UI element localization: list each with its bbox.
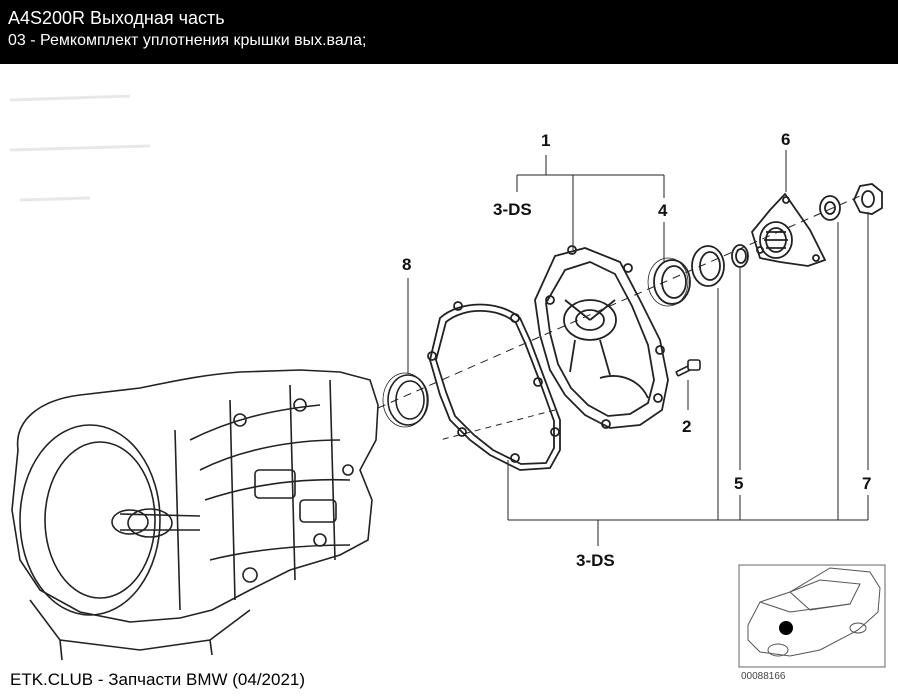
callout-1: 1 [541, 131, 550, 150]
part-2-bolt [675, 359, 701, 377]
callout-4: 4 [658, 201, 668, 220]
part-8-gasket [427, 301, 561, 471]
callout-5: 5 [734, 474, 743, 493]
vehicle-location-thumbnail: 00088166 [738, 564, 886, 682]
page-subtitle: 03 - Ремкомплект уплотнения крышки вых.в… [8, 32, 367, 49]
part-8-seal-ring [382, 372, 429, 428]
callout-3ds-top: 3-DS [493, 200, 532, 219]
parts-diagram: 1 3-DS 4 6 8 2 5 7 3-DS 00088166 [9, 94, 886, 682]
transmission-housing [11, 369, 379, 661]
page-title: A4S200R Выходная часть [8, 8, 225, 28]
part-6-output-flange [750, 192, 827, 267]
part-4-shaft-seal [647, 257, 691, 307]
callout-6: 6 [781, 130, 790, 149]
part-1-output-cover [534, 245, 669, 429]
callout-7: 7 [862, 474, 871, 493]
footer-source: ETK.CLUB - Запчасти BMW (04/2021) [10, 670, 306, 689]
callout-8: 8 [402, 255, 411, 274]
part-7-washer-nut [819, 183, 883, 221]
location-marker-icon [779, 621, 793, 635]
scan-noise [9, 94, 151, 202]
title-bar: A4S200R Выходная часть 03 - Ремкомплект … [0, 0, 898, 64]
callout-3ds-bottom: 3-DS [576, 551, 615, 570]
leader-lines [377, 150, 869, 546]
thumbnail-code: 00088166 [741, 671, 786, 682]
part-5-rings [691, 244, 749, 287]
callout-2: 2 [682, 417, 691, 436]
